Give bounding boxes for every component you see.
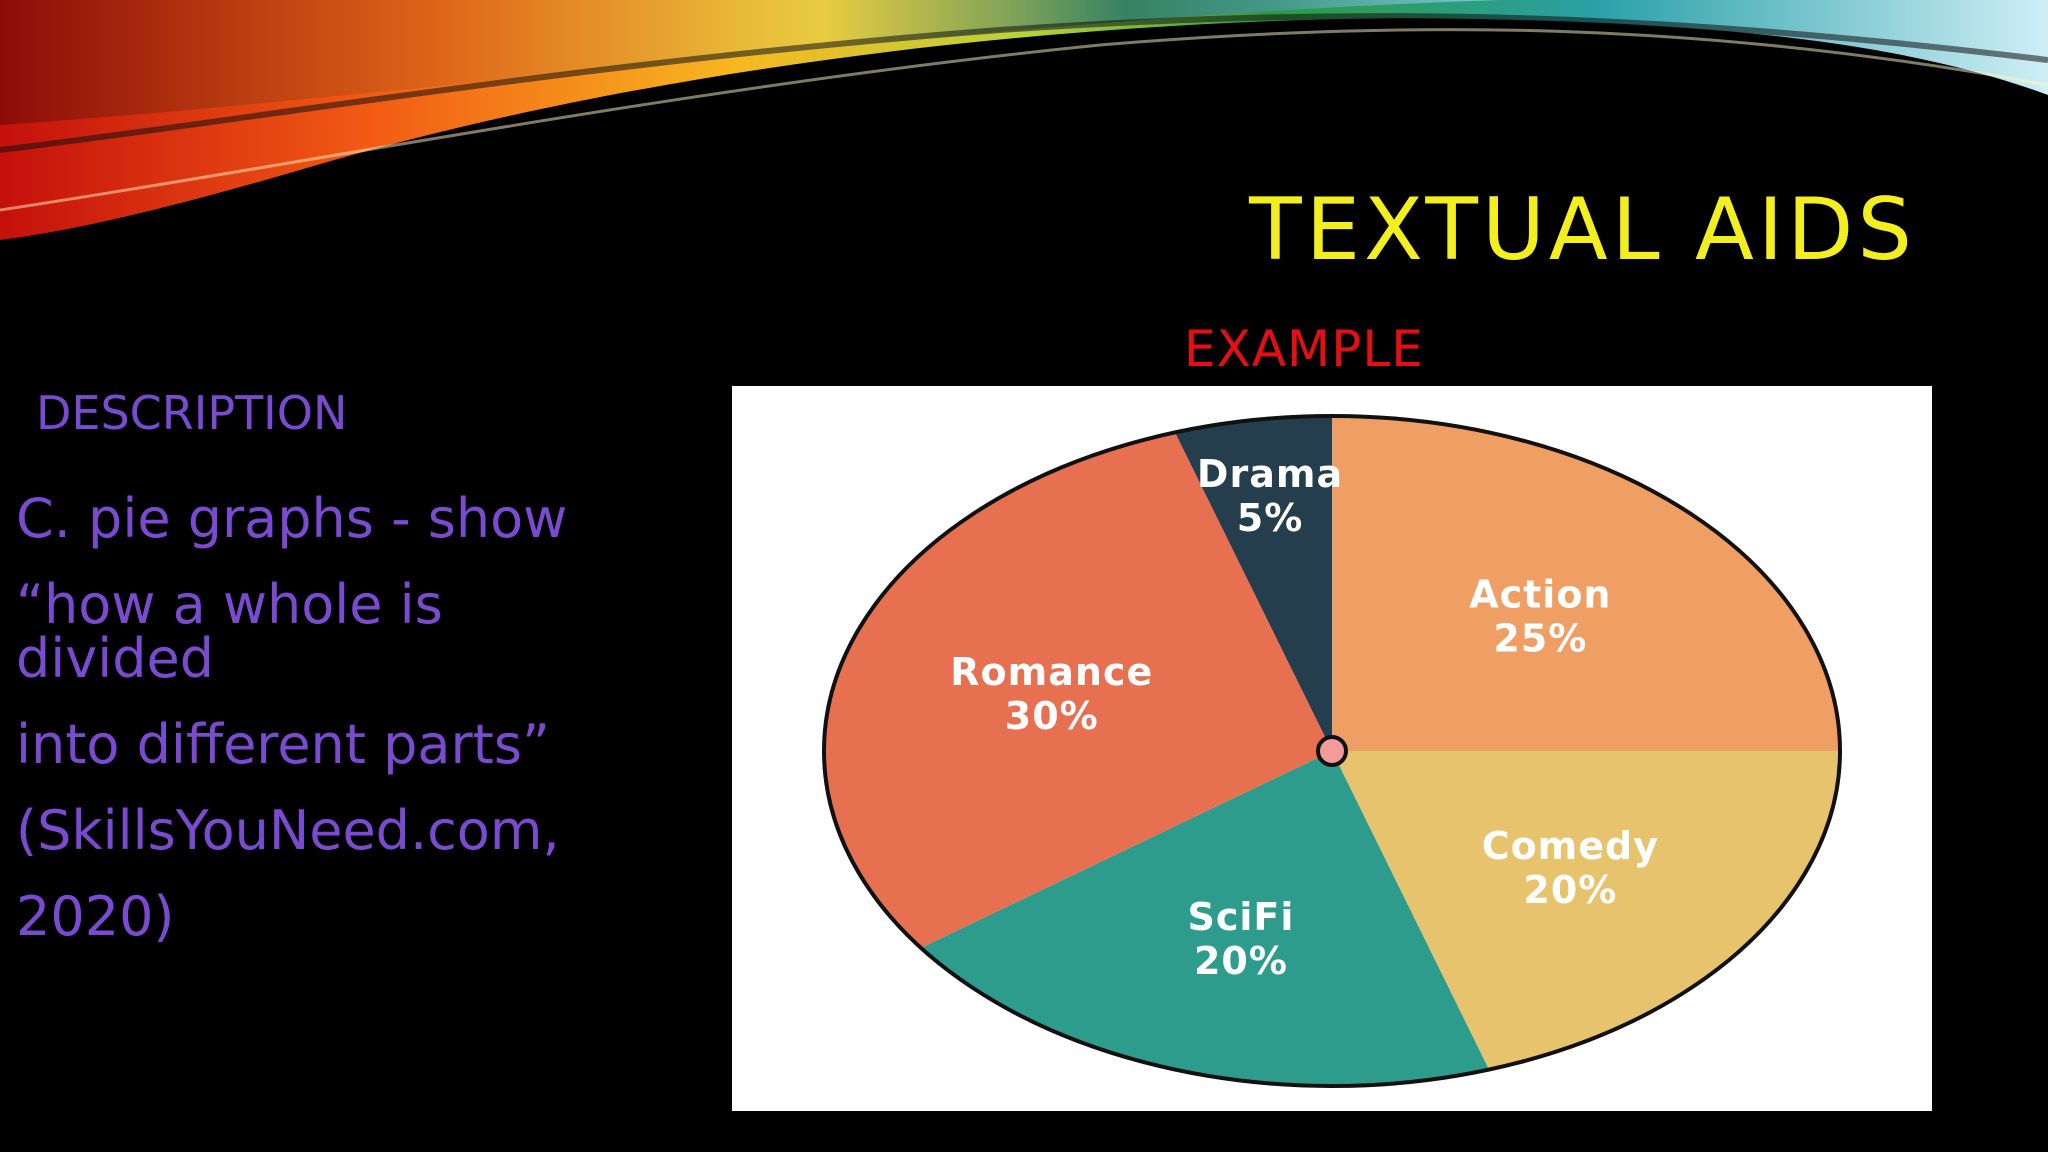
description-line: C. pie graphs - show xyxy=(16,487,568,550)
pie-value-action: 25% xyxy=(1493,617,1587,661)
pie-value-drama: 5% xyxy=(1237,496,1304,540)
pie-label-action: Action xyxy=(1469,573,1611,617)
pie-label-scifi: SciFi xyxy=(1187,895,1294,939)
description-heading: DESCRIPTION xyxy=(36,386,348,440)
pie-slice-action xyxy=(1332,416,1840,751)
description-line: “how a whole is xyxy=(16,573,443,636)
pie-label-comedy: Comedy xyxy=(1482,824,1659,868)
description-line: divided xyxy=(16,627,215,690)
pie-label-romance: Romance xyxy=(950,650,1153,694)
pie-slice-drama xyxy=(1175,416,1332,751)
slide-title: TEXTUAL AIDS xyxy=(1249,180,1916,280)
description-line: into different parts” xyxy=(16,713,550,776)
pie-slice-romance xyxy=(824,432,1332,948)
pie-chart: Action25%Comedy20%SciFi20%Romance30%Dram… xyxy=(822,414,1842,1088)
pie-slice-scifi xyxy=(921,751,1489,1086)
pie-value-comedy: 20% xyxy=(1523,868,1617,912)
pie-value-romance: 30% xyxy=(1005,694,1099,738)
decorative-ribbon xyxy=(0,0,2048,240)
pie-value-scifi: 20% xyxy=(1194,939,1288,983)
description-text: C. pie graphs - show “how a whole is div… xyxy=(16,492,716,976)
pie-outline xyxy=(822,414,1842,1088)
pie-slice-comedy xyxy=(1332,751,1840,1070)
description-line: (SkillsYouNeed.com, xyxy=(16,799,560,862)
pie-center-dot xyxy=(1316,735,1348,767)
pie-label-drama: Drama xyxy=(1197,452,1343,496)
description-line: 2020) xyxy=(16,885,175,948)
chart-caption: EXAMPLE xyxy=(1184,320,1424,378)
